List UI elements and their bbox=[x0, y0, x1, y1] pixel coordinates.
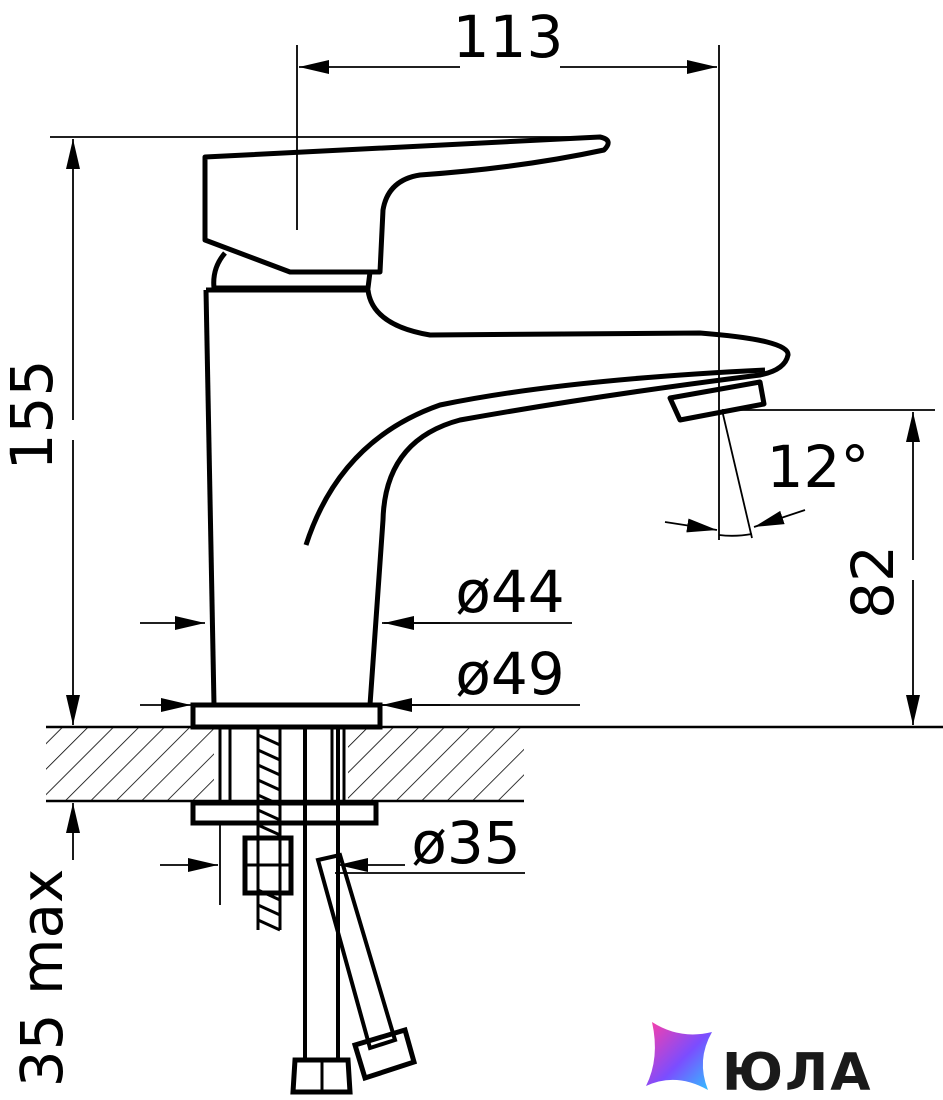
hose-right bbox=[315, 852, 418, 1082]
extension-lines bbox=[50, 45, 935, 905]
dimension-lines bbox=[66, 60, 920, 872]
dim-height-155: 155 bbox=[0, 360, 66, 471]
dim-angle-12: 12° bbox=[767, 433, 870, 501]
dimension-labels: 113 155 82 12° ø44 ø49 ø35 35 max bbox=[0, 3, 907, 1087]
dim-diameter-44: ø44 bbox=[455, 558, 564, 626]
faucet-body bbox=[203, 287, 791, 706]
dim-width-113: 113 bbox=[453, 3, 564, 71]
dim-max-thickness: 35 max bbox=[8, 869, 76, 1088]
dim-spout-height-82: 82 bbox=[839, 545, 907, 619]
threaded-stud bbox=[242, 727, 294, 932]
aerator bbox=[667, 379, 767, 423]
dim-diameter-49: ø49 bbox=[455, 640, 564, 708]
logo-star-icon bbox=[646, 1022, 712, 1090]
countertop-section bbox=[46, 725, 943, 803]
dim-diameter-35: ø35 bbox=[411, 809, 520, 877]
hose-left bbox=[290, 725, 353, 1095]
yula-logo: ЮЛА bbox=[646, 1022, 872, 1100]
faucet-handle bbox=[202, 134, 611, 275]
logo-text: ЮЛА bbox=[722, 1043, 872, 1100]
